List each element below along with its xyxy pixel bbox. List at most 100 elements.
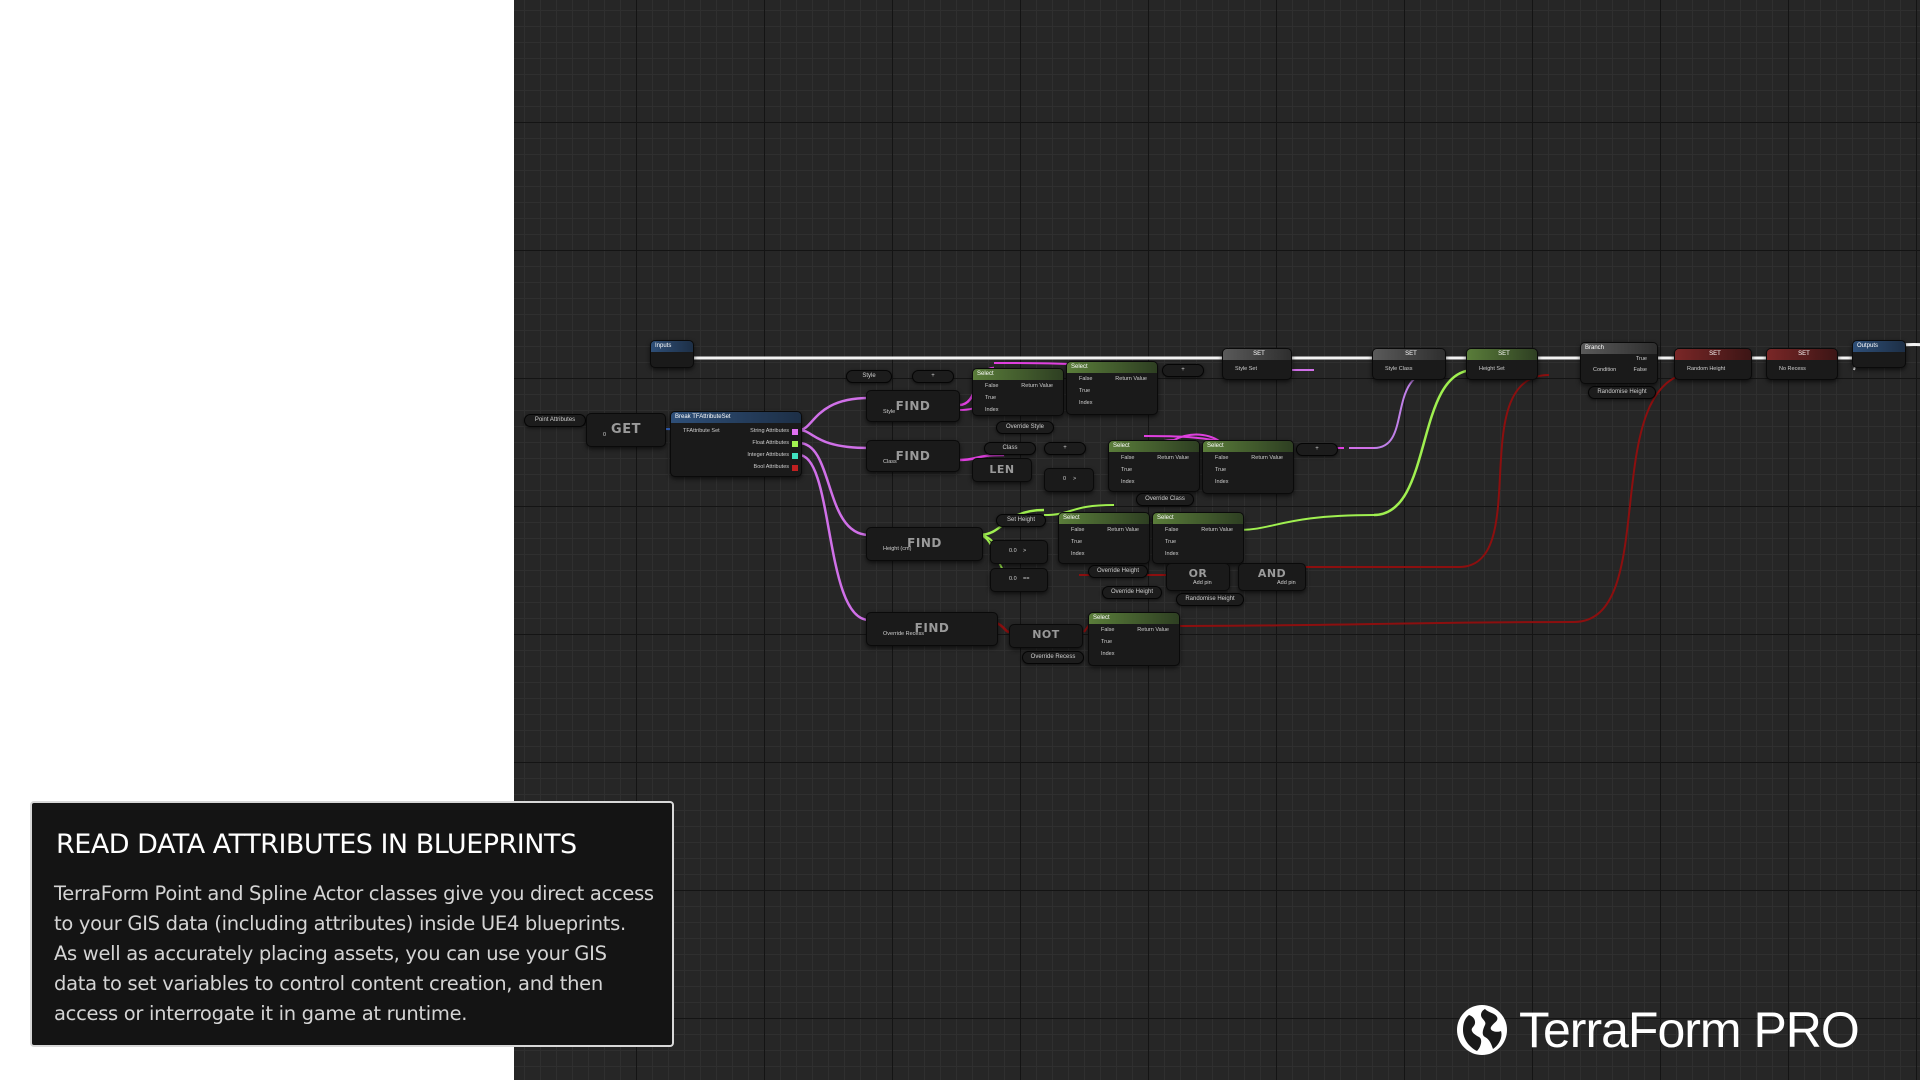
- select-style-node-2[interactable]: Select False Return Value True Index: [1066, 361, 1158, 415]
- select-height-2-title: Select: [1153, 513, 1243, 524]
- or-label: OR: [1188, 567, 1208, 580]
- class-plus-pill-2[interactable]: +: [1296, 443, 1338, 456]
- select-index-pin: Index: [1071, 551, 1085, 557]
- select-class-node-2[interactable]: Select False Return Value True Index: [1202, 440, 1294, 494]
- break-attribute-set-node[interactable]: Break TFAttributeSet TFAttribute Set Str…: [670, 411, 802, 477]
- style-pill[interactable]: Style: [846, 370, 892, 383]
- randomise-height-pill[interactable]: Randomise Height: [1176, 593, 1244, 606]
- break-bool-pin: Bool Attributes: [753, 464, 789, 470]
- height-greater-node[interactable]: 0.0 >: [990, 540, 1048, 564]
- select-return-pin: Return Value: [1137, 627, 1169, 633]
- len-label: LEN: [989, 463, 1015, 476]
- class-pill[interactable]: Class: [984, 442, 1036, 455]
- override-style-pill[interactable]: Override Style: [996, 421, 1054, 434]
- find-recess-node[interactable]: FIND Override Recess: [866, 612, 998, 646]
- and-node[interactable]: AND Add pin: [1238, 563, 1306, 591]
- info-title: READ DATA ATTRIBUTES IN BLUEPRINTS: [56, 829, 577, 860]
- inputs-node[interactable]: Inputs: [650, 340, 694, 368]
- find-style-node[interactable]: FIND Style: [866, 390, 960, 422]
- select-true-pin: True: [1079, 388, 1091, 394]
- select-false-pin: False: [1079, 376, 1093, 382]
- height-greater-value: 0.0: [1009, 548, 1017, 554]
- find-class-pin: Class: [883, 459, 897, 465]
- select-class-node-1[interactable]: Select False Return Value True Index: [1108, 440, 1200, 492]
- select-style-node-1[interactable]: Select False Return Value True Index: [972, 368, 1064, 416]
- integer-pin-icon: [792, 453, 798, 459]
- select-index-pin: Index: [1101, 651, 1115, 657]
- set-no-recess-pin: No Recess: [1779, 366, 1806, 372]
- select-height-node-2[interactable]: Select False Return Value True Index: [1152, 512, 1244, 564]
- greater-node[interactable]: 0 >: [1044, 468, 1094, 492]
- not-node[interactable]: NOT: [1009, 624, 1083, 648]
- get-index-value: 0: [603, 432, 607, 438]
- terraform-pro-logo: TerraForm PRO: [1455, 1000, 1860, 1060]
- find-style-label: FIND: [895, 399, 931, 413]
- outputs-title: Outputs: [1853, 341, 1905, 352]
- branch-node[interactable]: Branch Condition True False: [1580, 342, 1658, 384]
- select-true-pin: True: [1071, 539, 1083, 545]
- select-style-2-title: Select: [1067, 362, 1157, 373]
- find-recess-label: FIND: [914, 621, 950, 635]
- or-node[interactable]: OR Add pin: [1166, 563, 1230, 591]
- find-height-node[interactable]: FIND Height (cm): [866, 527, 983, 561]
- set-height-title: SET: [1467, 349, 1537, 360]
- override-class-pill[interactable]: Override Class: [1136, 493, 1194, 506]
- blueprint-graph-canvas[interactable]: Inputs Point Attributes GET 0 Break TFAt…: [514, 0, 1920, 1080]
- override-height-pill-2[interactable]: Override Height: [1102, 586, 1162, 599]
- set-no-recess-node[interactable]: SET No Recess: [1766, 348, 1838, 380]
- set-height-node[interactable]: SET Height Set: [1466, 348, 1538, 380]
- select-false-pin: False: [1101, 627, 1115, 633]
- select-false-pin: False: [1071, 527, 1085, 533]
- brand-name: TerraForm PRO: [1519, 1002, 1860, 1058]
- select-return-pin: Return Value: [1021, 383, 1053, 389]
- set-style-title: SET: [1223, 349, 1291, 360]
- style-plus-pill[interactable]: +: [912, 370, 954, 383]
- set-no-recess-title: SET: [1767, 349, 1837, 360]
- find-class-node[interactable]: FIND Class: [866, 440, 960, 472]
- globe-icon: [1457, 1005, 1507, 1055]
- info-panel: READ DATA ATTRIBUTES IN BLUEPRINTS Terra…: [30, 801, 674, 1047]
- point-attributes-pill[interactable]: Point Attributes: [524, 414, 586, 427]
- branch-condition-pin: Condition: [1593, 367, 1617, 373]
- select-index-pin: Index: [1215, 479, 1229, 485]
- set-random-height-title: SET: [1675, 349, 1751, 360]
- class-plus-pill[interactable]: +: [1044, 442, 1086, 455]
- set-style-node[interactable]: SET Style Set: [1222, 348, 1292, 380]
- greater-value: 0: [1063, 476, 1067, 482]
- outputs-node[interactable]: Outputs: [1852, 340, 1906, 368]
- set-height-pill[interactable]: Set Height: [996, 514, 1046, 527]
- select-height-node-1[interactable]: Select False Return Value True Index: [1058, 512, 1150, 564]
- set-class-node[interactable]: SET Style Class: [1372, 348, 1446, 380]
- select-return-pin: Return Value: [1201, 527, 1233, 533]
- find-recess-pin: Override Recess: [883, 631, 924, 637]
- select-return-pin: Return Value: [1251, 455, 1283, 461]
- set-random-height-node[interactable]: SET Random Height: [1674, 348, 1752, 380]
- branch-title: Branch: [1581, 343, 1657, 354]
- override-height-pill-1[interactable]: Override Height: [1088, 565, 1148, 578]
- branch-true-pin: True: [1635, 356, 1647, 362]
- len-node[interactable]: LEN: [972, 458, 1032, 482]
- branch-false-pin: False: [1633, 367, 1647, 373]
- and-add-pin[interactable]: Add pin: [1277, 580, 1296, 586]
- set-height-pin: Height Set: [1479, 366, 1505, 372]
- height-equal-operator: ==: [1023, 576, 1030, 582]
- find-height-pin: Height (cm): [883, 546, 912, 552]
- select-style-1-title: Select: [973, 369, 1063, 380]
- break-title: Break TFAttributeSet: [671, 412, 801, 423]
- select-false-pin: False: [1165, 527, 1179, 533]
- override-recess-pill[interactable]: Override Recess: [1022, 651, 1084, 664]
- get-label: GET: [611, 422, 641, 437]
- find-height-label: FIND: [907, 536, 942, 550]
- get-node[interactable]: GET 0: [586, 413, 666, 447]
- height-equal-node[interactable]: 0.0 ==: [990, 568, 1048, 592]
- select-recess-node[interactable]: Select False Return Value True Index: [1088, 612, 1180, 666]
- randomise-height-pill-2[interactable]: Randomise Height: [1588, 386, 1656, 399]
- or-add-pin[interactable]: Add pin: [1193, 580, 1212, 586]
- style-plus-pill-2[interactable]: +: [1162, 364, 1204, 377]
- set-class-pin: Style Class: [1385, 366, 1413, 372]
- select-index-pin: Index: [1121, 479, 1135, 485]
- and-label: AND: [1257, 567, 1287, 580]
- select-false-pin: False: [985, 383, 999, 389]
- inputs-title: Inputs: [651, 341, 693, 352]
- select-true-pin: True: [1165, 539, 1177, 545]
